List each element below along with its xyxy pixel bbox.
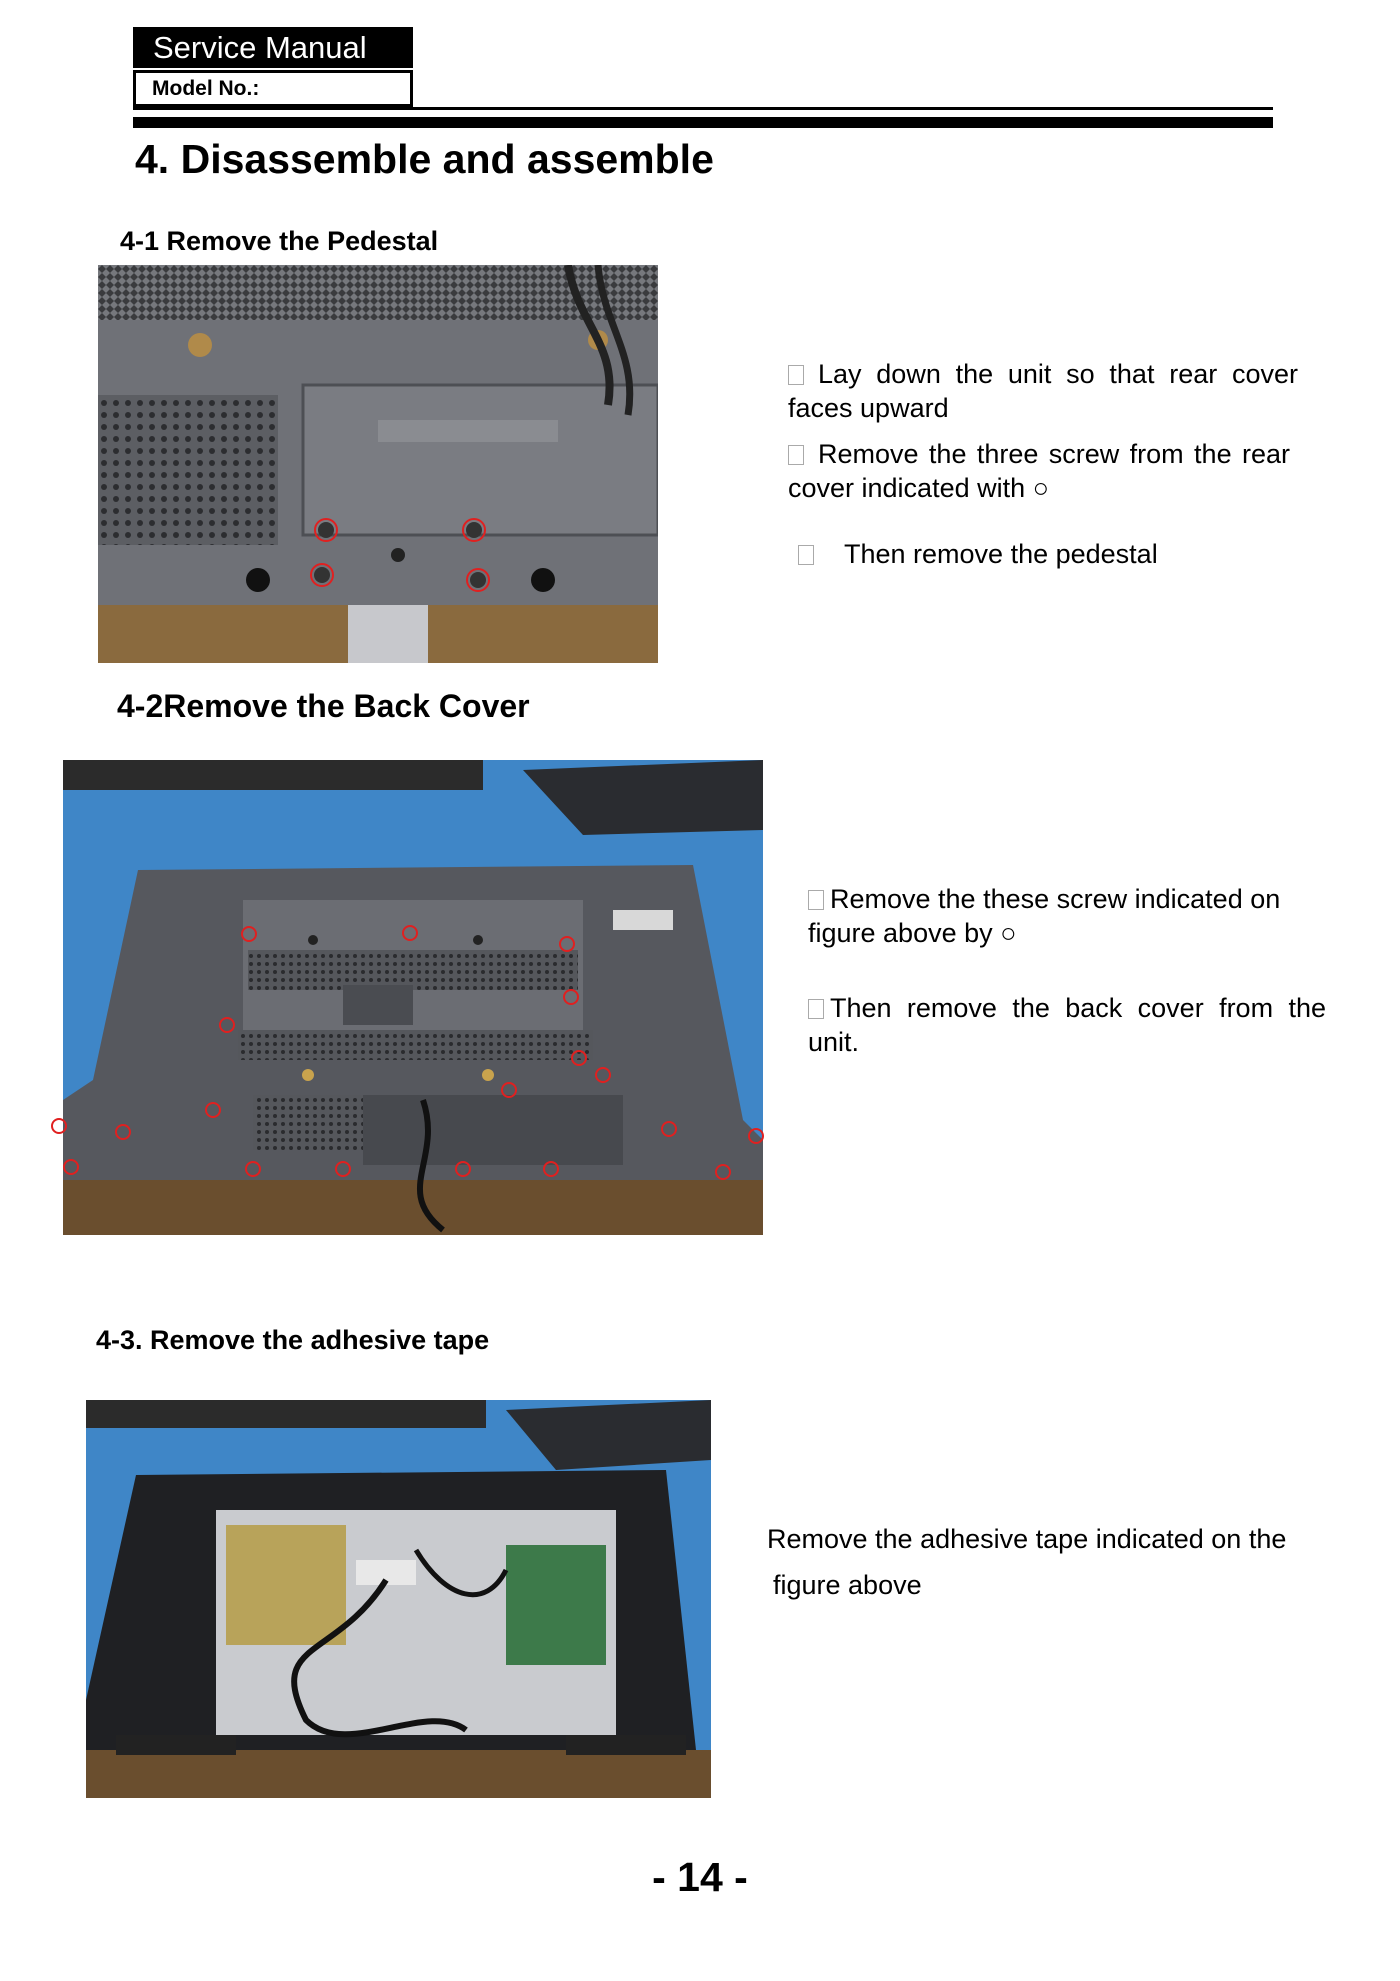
pedestal-step-2: Remove the three screw from the rear cov… <box>788 439 1290 503</box>
screw-marker-icon <box>310 563 334 587</box>
header-divider-thick <box>133 117 1273 128</box>
screw-marker-icon <box>402 925 418 941</box>
adhesive-tape-text-line-1: Remove the adhesive tape indicated on th… <box>767 1524 1287 1554</box>
section-heading-back-cover: 4-2Remove the Back Cover <box>117 688 530 724</box>
pedestal-photo <box>98 265 658 663</box>
manual-title: Service Manual <box>133 27 413 68</box>
back-cover-photo <box>51 760 764 1235</box>
screw-marker-icon <box>63 1159 79 1175</box>
screw-marker-icon <box>115 1124 131 1140</box>
section-heading-adhesive-tape: 4-3. Remove the adhesive tape <box>96 1325 490 1355</box>
screw-marker-icon <box>559 936 575 952</box>
screw-marker-icon <box>205 1102 221 1118</box>
screw-marker-icon <box>501 1082 517 1098</box>
screw-marker-icon <box>466 568 490 592</box>
back-cover-step-2: Then remove the back cover from the unit… <box>808 993 1326 1057</box>
bullet-icon <box>788 445 804 465</box>
screw-marker-icon <box>595 1067 611 1083</box>
bullet-icon <box>808 890 824 910</box>
bullet-icon <box>798 545 814 565</box>
screw-marker-icon <box>571 1050 587 1066</box>
header-divider-thin <box>133 107 1273 110</box>
page-number: - 14 - <box>652 1854 748 1900</box>
screw-marker-icon <box>245 1161 261 1177</box>
model-number-label: Model No.: <box>133 70 413 107</box>
bullet-icon <box>808 999 824 1019</box>
screw-marker-icon <box>661 1121 677 1137</box>
screw-marker-icon <box>335 1161 351 1177</box>
screw-marker-icon <box>455 1161 471 1177</box>
screw-marker-icon <box>241 926 257 942</box>
screw-marker-icon <box>543 1161 559 1177</box>
screw-marker-icon <box>314 518 338 542</box>
screw-marker-icon <box>715 1164 731 1180</box>
screw-marker-icon <box>51 1118 67 1134</box>
screw-marker-icon <box>748 1128 764 1144</box>
adhesive-tape-photo <box>86 1400 711 1798</box>
bullet-icon <box>788 365 804 385</box>
page-title: 4. Disassemble and assemble <box>135 136 714 182</box>
pedestal-step-3: Then remove the pedestal <box>798 537 1298 571</box>
screw-marker-icon <box>462 518 486 542</box>
back-cover-step-1: Remove the these screw indicated on figu… <box>808 884 1281 948</box>
adhesive-tape-text-line-2: figure above <box>773 1570 922 1600</box>
screw-marker-icon <box>563 989 579 1005</box>
pedestal-step-1: Lay down the unit so that rear cover fac… <box>788 359 1298 423</box>
section-heading-pedestal: 4-1 Remove the Pedestal <box>120 226 439 256</box>
screw-marker-icon <box>219 1017 235 1033</box>
